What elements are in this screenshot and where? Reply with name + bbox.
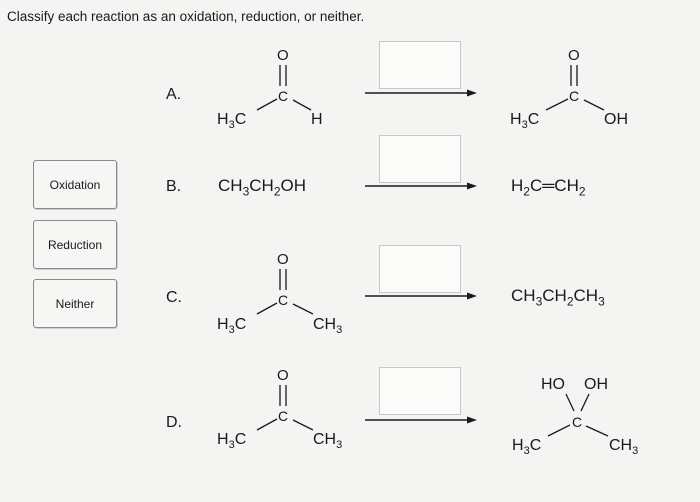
- reaction-b-arrow: [365, 182, 477, 190]
- reaction-d-letter: D.: [166, 414, 182, 431]
- methyl-label: CH3: [609, 437, 638, 457]
- reaction-d-reactant: O C H3C CH3: [217, 367, 342, 451]
- methyl-label: H3C: [512, 437, 541, 457]
- question-prompt: Classify each reaction as an oxidation, …: [7, 9, 365, 24]
- methyl-label: H3C: [510, 111, 539, 131]
- reaction-d-arrow: [365, 416, 477, 424]
- reaction-c-letter: C.: [166, 289, 182, 306]
- reaction-a-letter: A.: [166, 86, 182, 103]
- answer-box-c[interactable]: [379, 245, 461, 293]
- reaction-c-reactant: O C H3C CH3: [217, 251, 342, 336]
- oxygen-label: O: [568, 47, 580, 64]
- answer-box-d[interactable]: [379, 367, 461, 415]
- hydroxyl-label: HO: [541, 376, 565, 393]
- oxygen-label: O: [277, 367, 289, 384]
- carbon-label: C: [278, 408, 288, 424]
- carbon-label: C: [569, 88, 579, 104]
- methyl-label: H3C: [217, 431, 246, 451]
- reaction-c-product: CH3CH2CH3: [511, 286, 605, 309]
- reaction-d-product: HO OH C H3C CH3: [512, 376, 638, 457]
- methyl-label: CH3: [313, 316, 342, 336]
- choice-oxidation[interactable]: Oxidation: [33, 160, 117, 209]
- reaction-a-product: O C H3C OH: [510, 47, 628, 131]
- reaction-b-product: H2C═CH2: [511, 176, 586, 199]
- carbon-label: C: [278, 292, 288, 308]
- reaction-a-arrow: [365, 89, 477, 97]
- methyl-label: H3C: [217, 316, 246, 336]
- methyl-label: H3C: [217, 111, 246, 131]
- hydroxyl-label: OH: [604, 111, 628, 128]
- hydrogen-label: H: [311, 111, 323, 128]
- carbon-label: C: [278, 88, 288, 104]
- choice-reduction[interactable]: Reduction: [33, 220, 117, 269]
- oxygen-label: O: [277, 251, 289, 268]
- choice-neither[interactable]: Neither: [33, 279, 117, 328]
- answer-box-a[interactable]: [379, 41, 461, 89]
- methyl-label: CH3: [313, 431, 342, 451]
- answer-box-b[interactable]: [379, 135, 461, 183]
- reaction-c-arrow: [365, 292, 477, 300]
- oxygen-label: O: [277, 47, 289, 64]
- reaction-a-reactant: O C H3C H: [217, 47, 323, 131]
- carbon-label: C: [572, 414, 582, 430]
- reaction-b-reactant: CH3CH2OH: [218, 176, 306, 199]
- reaction-b-letter: B.: [166, 178, 182, 195]
- hydroxyl-label: OH: [584, 376, 608, 393]
